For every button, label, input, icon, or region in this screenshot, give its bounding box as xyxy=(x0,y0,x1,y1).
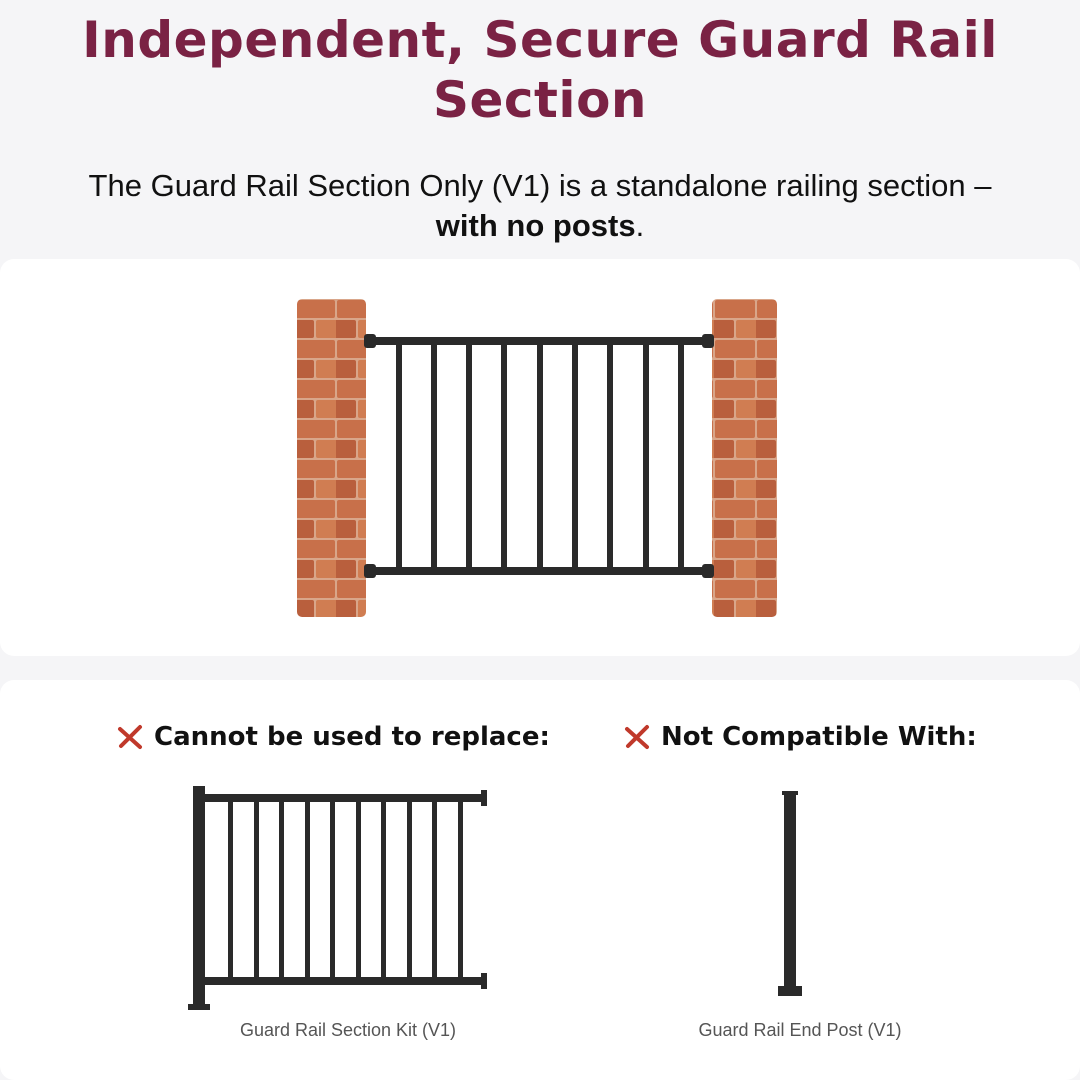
left-brick-column xyxy=(297,299,366,617)
hero-card xyxy=(0,259,1080,656)
cannot-replace-heading: Cannot be used to replace: xyxy=(116,722,550,752)
page-title: Independent, Secure Guard Rail Section xyxy=(82,11,998,129)
right-brick-column xyxy=(712,299,777,617)
not-compatible-heading: Not Compatible With: xyxy=(623,722,977,752)
subtitle-text: The Guard Rail Section Only (V1) is a st… xyxy=(88,168,992,203)
subtitle-bold: with no posts xyxy=(435,208,636,243)
section-kit-illustration xyxy=(188,786,487,1010)
not-compatible-label: Not Compatible With: xyxy=(661,722,977,752)
x-mark-icon xyxy=(118,725,142,749)
section-kit-caption: Guard Rail Section Kit (V1) xyxy=(239,1020,457,1040)
rail-section xyxy=(364,334,714,578)
page-subtitle: The Guard Rail Section Only (V1) is a st… xyxy=(60,166,1020,246)
end-post-caption: Guard Rail End Post (V1) xyxy=(698,1020,902,1040)
compatibility-card xyxy=(0,680,1080,1080)
hero-illustration xyxy=(297,299,777,617)
cannot-replace-label: Cannot be used to replace: xyxy=(154,722,550,752)
compatibility-illustrations xyxy=(188,786,802,1010)
end-post-illustration xyxy=(778,791,802,996)
subtitle-end: . xyxy=(635,208,645,243)
x-mark-icon xyxy=(625,725,649,749)
